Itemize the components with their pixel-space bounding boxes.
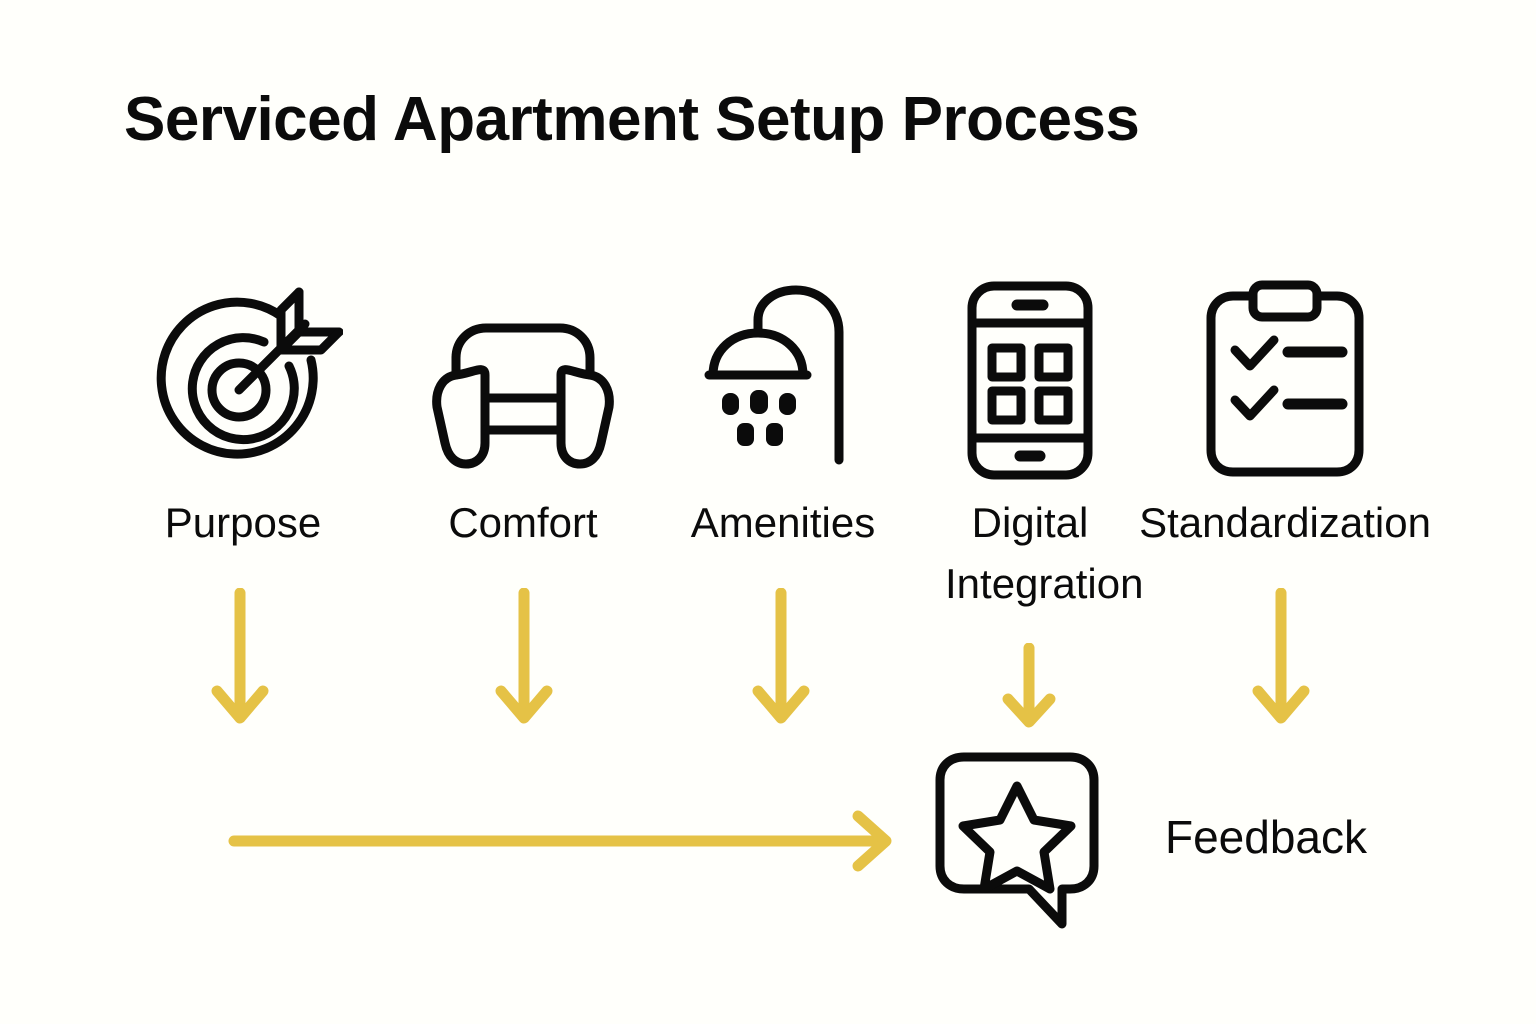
feedback-label: Feedback bbox=[1165, 811, 1368, 863]
speech-bubble-star-icon bbox=[930, 748, 1110, 933]
flow-arrow-to-feedback bbox=[228, 805, 898, 875]
step-amenities[interactable]: Amenities bbox=[673, 275, 893, 554]
step-label-standardization: Standardization bbox=[1139, 499, 1431, 546]
step-label-comfort: Comfort bbox=[448, 499, 598, 546]
clipboard-checklist-icon bbox=[1190, 275, 1380, 485]
step-comfort[interactable]: Comfort bbox=[413, 275, 633, 554]
step-label-digital-integration: Digital Integration bbox=[945, 499, 1144, 607]
step-label-purpose: Purpose bbox=[164, 499, 322, 546]
down-arrow-standardization bbox=[1249, 588, 1313, 728]
shower-head-icon bbox=[693, 275, 873, 485]
down-arrow-comfort bbox=[492, 588, 556, 728]
step-digital-integration[interactable]: Digital Integration bbox=[920, 275, 1144, 615]
smartphone-apps-icon bbox=[950, 275, 1110, 485]
page-title: Serviced Apartment Setup Process bbox=[124, 85, 1140, 154]
armchair-icon bbox=[423, 275, 623, 485]
target-arrow-icon bbox=[143, 275, 343, 485]
down-arrow-digital-integration bbox=[997, 643, 1061, 731]
step-label-amenities: Amenities bbox=[690, 499, 876, 546]
down-arrow-purpose bbox=[208, 588, 272, 728]
step-purpose[interactable]: Purpose bbox=[133, 275, 353, 554]
down-arrow-amenities bbox=[749, 588, 813, 728]
step-standardization[interactable]: Standardization bbox=[1139, 275, 1431, 554]
